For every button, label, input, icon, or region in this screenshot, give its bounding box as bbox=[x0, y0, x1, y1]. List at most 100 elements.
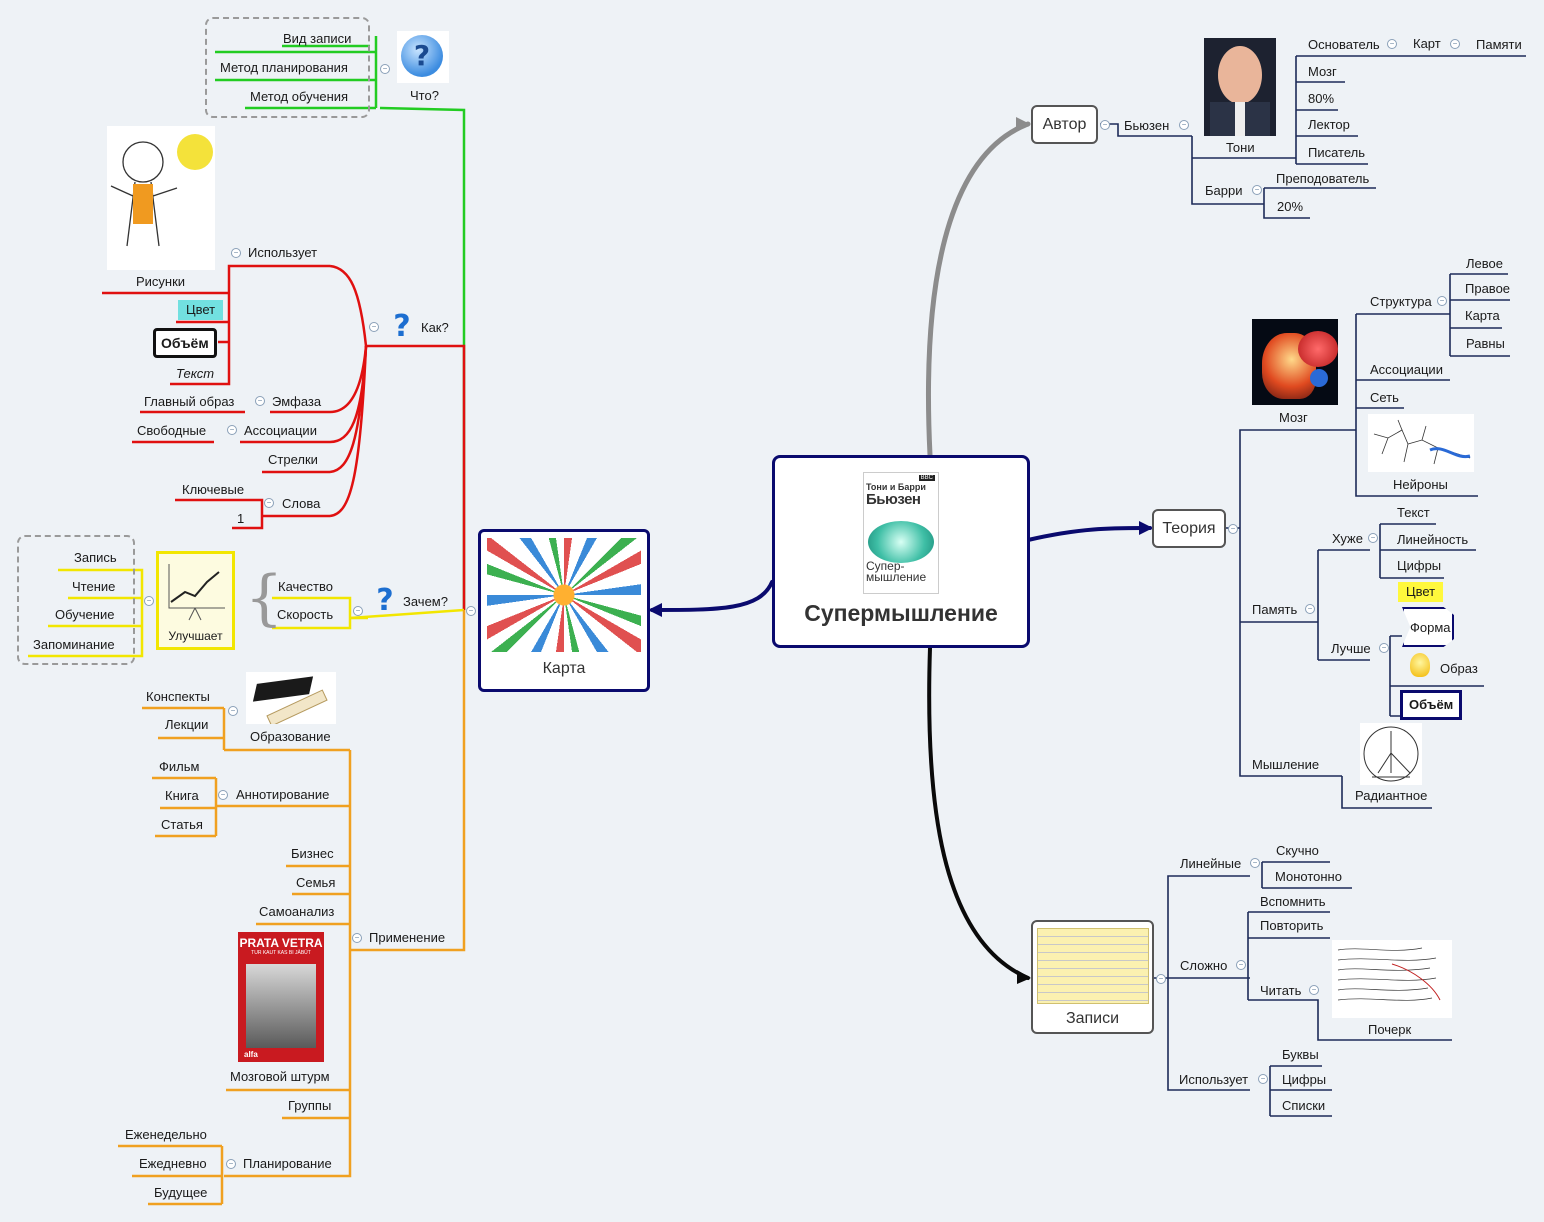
worse-linearity[interactable]: Линейность bbox=[1397, 532, 1469, 547]
apply-groups[interactable]: Группы bbox=[288, 1098, 332, 1113]
how-pictures[interactable]: Рисунки bbox=[136, 274, 186, 289]
barri-label[interactable]: Барри bbox=[1205, 183, 1243, 198]
collapse-icon[interactable]: − bbox=[466, 606, 476, 616]
radiant-label[interactable]: Радиантное bbox=[1355, 788, 1428, 803]
better-color[interactable]: Цвет bbox=[1398, 582, 1444, 602]
collapse-icon[interactable]: − bbox=[228, 706, 238, 716]
structure-map[interactable]: Карта bbox=[1465, 308, 1500, 323]
how-color[interactable]: Цвет bbox=[178, 300, 224, 320]
how-keywords[interactable]: Ключевые bbox=[182, 482, 245, 497]
associations-label[interactable]: Ассоциации bbox=[1370, 362, 1443, 377]
how-assoc[interactable]: Ассоциации bbox=[244, 423, 317, 438]
why-item-record[interactable]: Запись bbox=[74, 550, 117, 565]
notes-node[interactable]: Записи bbox=[1031, 920, 1154, 1034]
apply-education[interactable]: Образование bbox=[250, 729, 331, 744]
what-item-learning[interactable]: Метод обучения bbox=[250, 89, 349, 104]
how-text[interactable]: Текст bbox=[176, 366, 215, 381]
collapse-icon[interactable]: − bbox=[218, 790, 228, 800]
author-node[interactable]: Автор bbox=[1031, 105, 1098, 144]
annot-article[interactable]: Статья bbox=[161, 817, 203, 832]
collapse-icon[interactable]: − bbox=[1252, 185, 1262, 195]
plan-future[interactable]: Будущее bbox=[154, 1185, 208, 1200]
why-speed[interactable]: Скорость bbox=[277, 607, 334, 622]
structure-right[interactable]: Правое bbox=[1465, 281, 1511, 296]
toni-item-maps[interactable]: Карт bbox=[1413, 36, 1441, 51]
collapse-icon[interactable]: − bbox=[1258, 1074, 1268, 1084]
collapse-icon[interactable]: − bbox=[1309, 985, 1319, 995]
central-topic[interactable]: BBC Тони и Барри Бьюзен Супер- мышление … bbox=[772, 455, 1030, 648]
collapse-icon[interactable]: − bbox=[1250, 858, 1260, 868]
collapse-icon[interactable]: − bbox=[144, 596, 154, 606]
edu-lectures[interactable]: Лекции bbox=[165, 717, 209, 732]
map-node[interactable]: Карта bbox=[478, 529, 650, 692]
why-quality[interactable]: Качество bbox=[278, 579, 333, 594]
linear-label[interactable]: Линейные bbox=[1180, 856, 1242, 871]
uses-label[interactable]: Использует bbox=[1179, 1072, 1249, 1087]
improves-node[interactable]: Улучшает bbox=[156, 551, 235, 650]
uses-letters[interactable]: Буквы bbox=[1282, 1047, 1319, 1062]
how-free[interactable]: Свободные bbox=[137, 423, 207, 438]
linear-boring[interactable]: Скучно bbox=[1276, 843, 1319, 858]
hard-recall[interactable]: Вспомнить bbox=[1260, 894, 1326, 909]
uses-lists[interactable]: Списки bbox=[1282, 1098, 1326, 1113]
toni-label[interactable]: Тони bbox=[1226, 140, 1255, 155]
structure-equal[interactable]: Равны bbox=[1466, 336, 1505, 351]
uses-digits[interactable]: Цифры bbox=[1282, 1072, 1327, 1087]
hard-repeat[interactable]: Повторить bbox=[1260, 918, 1324, 933]
apply-label[interactable]: Применение bbox=[369, 930, 446, 945]
apply-selfanalysis[interactable]: Самоанализ bbox=[259, 904, 335, 919]
how-volume[interactable]: Объём bbox=[153, 328, 217, 358]
toni-item-founder[interactable]: Основатель bbox=[1308, 37, 1380, 52]
worse-label[interactable]: Хуже bbox=[1332, 531, 1363, 546]
how-one[interactable]: 1 bbox=[237, 511, 245, 526]
neurons-label[interactable]: Нейроны bbox=[1393, 477, 1448, 492]
collapse-icon[interactable]: − bbox=[1368, 533, 1378, 543]
better-image[interactable]: Образ bbox=[1440, 661, 1478, 676]
what-item-record[interactable]: Вид записи bbox=[283, 31, 352, 46]
better-volume[interactable]: Объём bbox=[1400, 690, 1463, 720]
why-item-learning[interactable]: Обучение bbox=[55, 607, 115, 622]
worse-digits[interactable]: Цифры bbox=[1397, 558, 1442, 573]
toni-item-lecturer[interactable]: Лектор bbox=[1308, 117, 1350, 132]
collapse-icon[interactable]: − bbox=[353, 606, 363, 616]
collapse-icon[interactable]: − bbox=[1100, 120, 1110, 130]
collapse-icon[interactable]: − bbox=[380, 64, 390, 74]
collapse-icon[interactable]: − bbox=[231, 248, 241, 258]
apply-annotation[interactable]: Аннотирование bbox=[236, 787, 330, 802]
collapse-icon[interactable]: − bbox=[1437, 296, 1447, 306]
toni-item-80[interactable]: 80% bbox=[1308, 91, 1335, 106]
memory-label[interactable]: Память bbox=[1252, 602, 1298, 617]
collapse-icon[interactable]: − bbox=[1305, 604, 1315, 614]
collapse-icon[interactable]: − bbox=[1236, 960, 1246, 970]
apply-planning[interactable]: Планирование bbox=[243, 1156, 332, 1171]
why-item-reading[interactable]: Чтение bbox=[72, 579, 116, 594]
collapse-icon[interactable]: − bbox=[1228, 524, 1238, 534]
what-item-planning[interactable]: Метод планирования bbox=[220, 60, 348, 75]
theory-node[interactable]: Теория bbox=[1152, 509, 1226, 548]
how-emphasis[interactable]: Эмфаза bbox=[272, 394, 322, 409]
collapse-icon[interactable]: − bbox=[227, 425, 237, 435]
worse-text[interactable]: Текст bbox=[1397, 505, 1430, 520]
why-item-memorizing[interactable]: Запоминание bbox=[33, 637, 115, 652]
net-label[interactable]: Сеть bbox=[1370, 390, 1399, 405]
plan-weekly[interactable]: Еженедельно bbox=[125, 1127, 207, 1142]
apply-business[interactable]: Бизнес bbox=[291, 846, 334, 861]
thinking-label[interactable]: Мышление bbox=[1252, 757, 1320, 772]
how-main-image[interactable]: Главный образ bbox=[144, 394, 235, 409]
hard-read[interactable]: Читать bbox=[1260, 983, 1302, 998]
collapse-icon[interactable]: − bbox=[1450, 39, 1460, 49]
brain-label[interactable]: Мозг bbox=[1279, 410, 1308, 425]
toni-item-writer[interactable]: Писатель bbox=[1308, 145, 1366, 160]
edu-notes[interactable]: Конспекты bbox=[146, 689, 210, 704]
annot-book[interactable]: Книга bbox=[165, 788, 199, 803]
how-arrows[interactable]: Стрелки bbox=[268, 452, 318, 467]
why-label[interactable]: Зачем? bbox=[403, 594, 448, 609]
toni-item-memory[interactable]: Памяти bbox=[1476, 37, 1522, 52]
collapse-icon[interactable]: − bbox=[1179, 120, 1189, 130]
handwriting-label[interactable]: Почерк bbox=[1368, 1022, 1412, 1037]
collapse-icon[interactable]: − bbox=[352, 933, 362, 943]
what-label[interactable]: Что? bbox=[410, 88, 439, 103]
how-uses[interactable]: Использует bbox=[248, 245, 318, 260]
barri-item-20[interactable]: 20% bbox=[1277, 199, 1304, 214]
structure-label[interactable]: Структура bbox=[1370, 294, 1432, 309]
